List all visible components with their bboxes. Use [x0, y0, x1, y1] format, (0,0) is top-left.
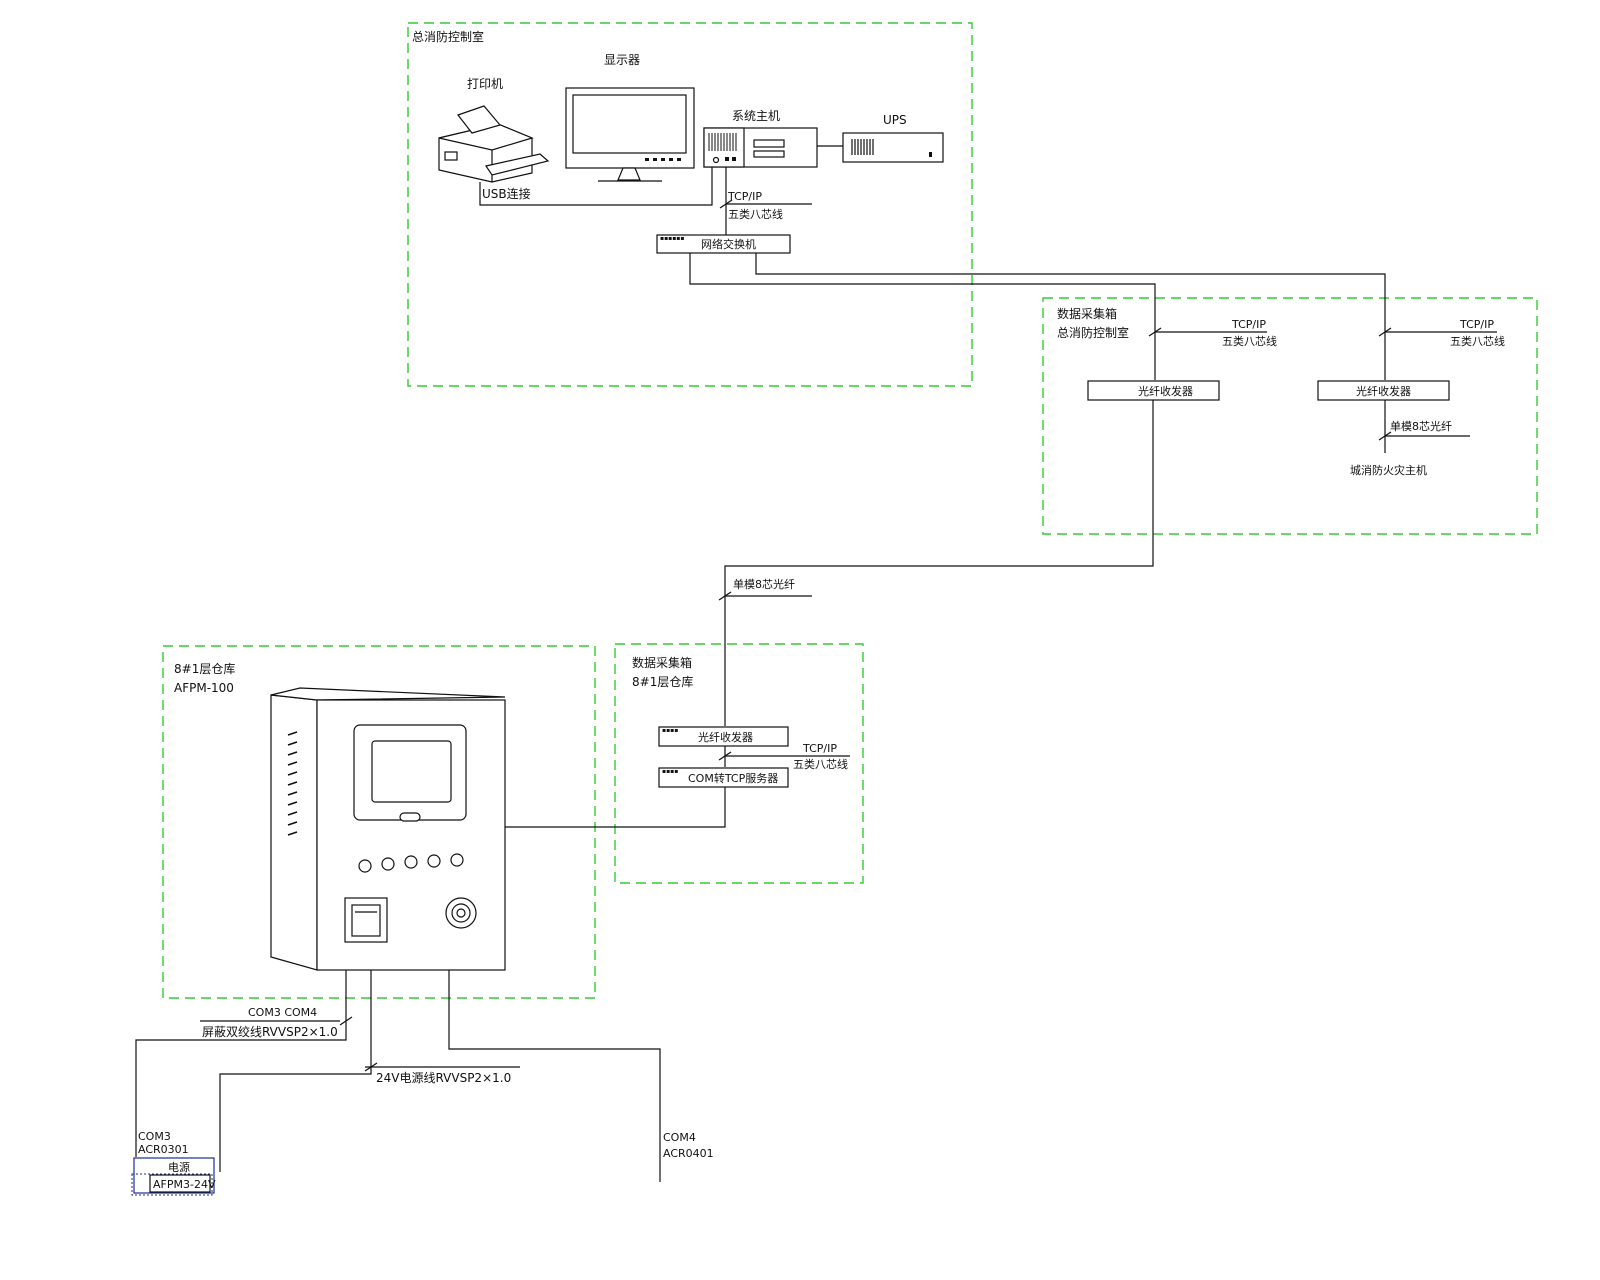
- ups-icon: [842, 132, 944, 163]
- zone-label-sub-room-1: 数据采集箱: [1057, 306, 1117, 321]
- network-switch-box: [656, 234, 791, 254]
- afpm-cabinet-icon: [270, 687, 506, 971]
- net-label-top-control: TCP/IP: [727, 190, 762, 203]
- com-ports-label: COM3 COM4: [248, 1006, 317, 1019]
- net-label-bottom-control: 五类八芯线: [728, 207, 783, 221]
- ups-label: UPS: [883, 113, 907, 127]
- power-box-label-1: 电源: [168, 1160, 190, 1174]
- power-cable-label: 24V电源线RVVSP2×1.0: [376, 1071, 511, 1085]
- collect-conv-corner: ▪▪▪▪: [662, 727, 678, 734]
- zone-collect-box: [614, 643, 864, 884]
- printer-icon: [438, 105, 550, 183]
- fiber-converter-a-label: 光纤收发器: [1138, 384, 1193, 398]
- usb-connection-line: [479, 167, 713, 206]
- system-host-label: 系统主机: [732, 109, 780, 123]
- zone-label-warehouse-1: 8#1层仓库: [174, 661, 235, 676]
- left-device-label-1: COM3: [138, 1130, 171, 1143]
- fiber-converter-b-label: 光纤收发器: [1356, 384, 1411, 398]
- zone-label-collect-box-1: 数据采集箱: [632, 655, 692, 670]
- right-device-label-1: COM4: [663, 1131, 696, 1144]
- power-supply-inner: [149, 1174, 211, 1193]
- power-box-label-2: AFPM3-24V: [153, 1178, 216, 1191]
- collect-fiber-converter: [658, 726, 789, 747]
- net-label-top-sub-b: TCP/IP: [1459, 318, 1494, 331]
- fiber-converter-b: [1317, 380, 1450, 401]
- zone-warehouse: [162, 645, 596, 999]
- com-tcp-server-label: COM转TCP服务器: [688, 771, 778, 785]
- net-label-top-sub-a: TCP/IP: [1231, 318, 1266, 331]
- zone-label-collect-box-2: 8#1层仓库: [632, 674, 693, 689]
- com-tcp-server: [658, 767, 789, 788]
- right-device-label-2: ACR0401: [663, 1147, 714, 1160]
- net-label-bottom-sub-a: 五类八芯线: [1222, 334, 1277, 348]
- net-label-bottom-collect: 五类八芯线: [793, 757, 848, 771]
- left-device-label-2: ACR0301: [138, 1143, 189, 1156]
- zone-sub-control-room: [1042, 297, 1538, 535]
- usb-label: USB连接: [482, 186, 531, 201]
- zone-label-warehouse-2: AFPM-100: [174, 681, 234, 695]
- monitor-label: 显示器: [604, 53, 640, 67]
- net-label-top-collect: TCP/IP: [802, 742, 837, 755]
- zone-label-control-room: 总消防控制室: [412, 29, 484, 44]
- zone-label-sub-room-2: 总消防控制室: [1057, 325, 1129, 340]
- monitor-icon: [565, 87, 695, 182]
- power-supply-dotted: [131, 1173, 213, 1196]
- printer-label: 打印机: [467, 77, 503, 91]
- fire-host-label: 城消防火灾主机: [1350, 463, 1427, 477]
- main-fiber-line: [724, 400, 1154, 726]
- zone-control-room: [407, 22, 973, 387]
- network-switch-label: 网络交换机: [701, 237, 756, 251]
- com-server-corner: ▪▪▪▪: [662, 768, 678, 775]
- system-host-icon: [703, 127, 818, 168]
- shield-cable-label: 屏蔽双绞线RVVSP2×1.0: [202, 1024, 338, 1039]
- switch-corner-text: ▪▪▪▪▪▪: [660, 235, 684, 242]
- power-supply-outer: [133, 1157, 215, 1194]
- sub-fiber-label: 单模8芯光纤: [1390, 419, 1452, 433]
- main-fiber-label: 单模8芯光纤: [733, 577, 795, 591]
- net-label-bottom-sub-b: 五类八芯线: [1450, 334, 1505, 348]
- collect-fiber-converter-label: 光纤收发器: [698, 730, 753, 744]
